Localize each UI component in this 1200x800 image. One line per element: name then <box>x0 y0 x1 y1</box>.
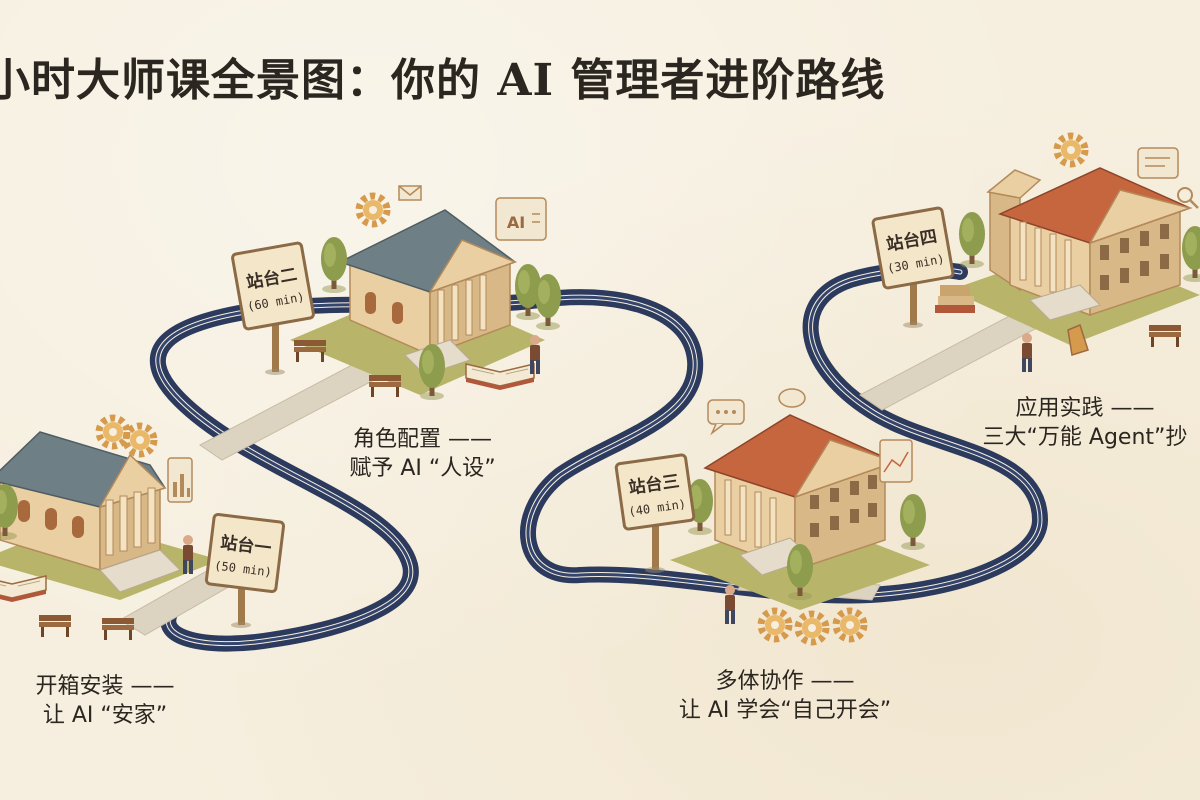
trophy-icon <box>1067 323 1089 356</box>
chart-icon <box>167 457 193 503</box>
station-one-caption-line2: 让 AI “安家” <box>42 703 168 728</box>
station-four-caption-line2: 三大“万能 Agent”抄 <box>982 425 1188 450</box>
station-one-building <box>0 431 220 640</box>
dots-bubble-icon <box>778 388 806 408</box>
magnifier-icon <box>1177 187 1199 209</box>
station-four-sign: 站台四 (30 min) <box>871 206 955 328</box>
station-one-caption-line1: 开箱安装 —— <box>35 674 175 699</box>
ai-badge-icon: AI <box>495 197 547 241</box>
station-three-sign: 站台三 (40 min) <box>614 453 696 573</box>
sign-time-one: (50 min) <box>214 558 273 579</box>
station-two-sign: 站台二 (60 min) <box>231 241 315 375</box>
station-two-caption-line2: 赋予 AI “人设” <box>349 456 496 481</box>
ai-badge-label: AI <box>507 213 525 232</box>
station-four-caption-line1: 应用实践 —— <box>1015 396 1155 421</box>
station-four-icons <box>1057 136 1199 209</box>
station-one-caption: 开箱安装 —— 让 AI “安家” <box>20 672 190 730</box>
mail-icon <box>398 185 422 201</box>
station-four-building <box>935 167 1200 372</box>
station-three-building <box>670 414 930 642</box>
book-stack <box>935 285 975 313</box>
station-one-sign: 站台一 (50 min) <box>204 512 286 628</box>
station-two-building <box>290 209 561 400</box>
station-two-caption: 角色配置 —— 赋予 AI “人设” <box>335 425 510 483</box>
station-three-caption: 多体协作 —— 让 AI 学会“自己开会” <box>655 667 915 725</box>
chat-bubble-icon <box>707 399 745 436</box>
station-three-caption-line2: 让 AI 学会“自己开会” <box>678 698 892 723</box>
page-title: 小时大师课全景图：你的 AI 管理者进阶路线 <box>0 55 886 106</box>
chat-bubble-icon <box>1137 147 1179 179</box>
station-three-icons <box>707 388 913 483</box>
station-two-caption-line1: 角色配置 —— <box>353 427 492 452</box>
station-one-icons <box>99 418 193 503</box>
station-three-gears <box>761 611 864 642</box>
station-three-caption-line1: 多体协作 —— <box>715 669 855 694</box>
station-four-caption: 应用实践 —— 三大“万能 Agent”抄 <box>975 394 1195 452</box>
station-two-icons: AI <box>359 185 547 241</box>
chart-icon <box>879 439 913 483</box>
winding-road <box>149 261 1049 652</box>
